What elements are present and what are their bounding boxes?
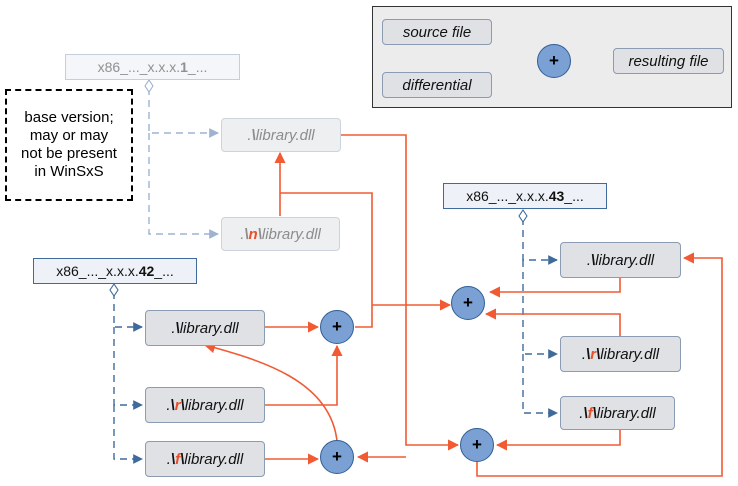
file-slash: \ bbox=[170, 396, 175, 414]
file-v43-library: .\library.dll bbox=[560, 242, 681, 278]
file-v42-library: .\library.dll bbox=[145, 310, 265, 346]
file-base-library: .\library.dll bbox=[221, 118, 341, 152]
link-v42-dll bbox=[113, 292, 143, 332]
file-name: library.dll bbox=[184, 396, 244, 414]
file-dot: . bbox=[586, 251, 592, 269]
version-suffix: _... bbox=[564, 188, 584, 204]
link-v1-dll bbox=[148, 88, 219, 138]
file-name: library.dll bbox=[595, 251, 655, 269]
file-slash: \ bbox=[591, 251, 596, 269]
file-base-n-delta: .\n\library.dll bbox=[221, 217, 340, 251]
file-slash: \ bbox=[180, 396, 185, 414]
file-dot: . bbox=[579, 404, 584, 422]
flow-r43-to-plus2 bbox=[484, 308, 621, 336]
file-dot: . bbox=[247, 126, 252, 144]
note-line: base version; bbox=[24, 109, 114, 126]
version-suffix: _... bbox=[187, 59, 208, 75]
version-prefix: x86_..._x.x.x. bbox=[56, 263, 139, 279]
file-flag: f bbox=[175, 450, 181, 468]
operator-plus-v42-bottom: + bbox=[320, 440, 354, 474]
version-suffix: _... bbox=[154, 263, 174, 279]
file-flag: r bbox=[174, 396, 181, 414]
version-number: 1 bbox=[180, 59, 188, 75]
legend-operator: + bbox=[537, 44, 571, 78]
file-slash: \ bbox=[170, 450, 176, 468]
legend-source-file: source file bbox=[382, 19, 492, 45]
file-v43-f-delta: .\f\library.dll bbox=[560, 396, 675, 430]
operator-plus-v43-top: + bbox=[451, 286, 485, 320]
legend-resulting-file: resulting file bbox=[613, 48, 724, 74]
file-name: library.dll bbox=[596, 404, 656, 422]
file-dot: . bbox=[240, 225, 245, 243]
file-name: library.dll bbox=[184, 450, 244, 468]
file-name: library.dll bbox=[179, 319, 239, 337]
flow-r42-to-plus1 bbox=[265, 344, 343, 406]
file-name: library.dll bbox=[261, 225, 321, 243]
file-slash: \ bbox=[175, 319, 180, 337]
file-name: library.dll bbox=[600, 345, 660, 363]
file-dot: . bbox=[581, 345, 587, 363]
file-slash: \ bbox=[180, 450, 185, 468]
file-dot: . bbox=[171, 319, 176, 337]
note-line: in WinSxS bbox=[34, 163, 104, 180]
file-flag: n bbox=[248, 225, 258, 243]
flow-plus1-to-dll-base bbox=[280, 192, 373, 328]
version-number: 42 bbox=[138, 263, 155, 279]
file-flag: r bbox=[590, 345, 597, 363]
legend-differential: differential bbox=[382, 72, 492, 98]
file-flag: f bbox=[587, 404, 593, 422]
link-v42-f bbox=[113, 405, 143, 464]
operator-plus-v42-top: + bbox=[320, 310, 354, 344]
file-name: library.dll bbox=[255, 126, 315, 144]
link-v43-r bbox=[522, 260, 558, 359]
file-v42-r-delta: .\r\library.dll bbox=[145, 387, 265, 423]
operator-plus-v43-bottom: + bbox=[460, 428, 494, 462]
flow-plus4-to-dll43 bbox=[476, 252, 723, 477]
flow-plus3-to-dll42 bbox=[203, 342, 338, 442]
note-line: not be present bbox=[21, 145, 117, 162]
version-number: 43 bbox=[548, 188, 565, 204]
version-header-43: x86_..._x.x.x.43_... bbox=[443, 183, 607, 209]
version-header-42: x86_..._x.x.x.42_... bbox=[33, 258, 197, 284]
link-v1-n bbox=[148, 133, 219, 239]
file-slash: \ bbox=[592, 404, 597, 422]
file-slash: \ bbox=[257, 225, 262, 243]
base-version-note: base version; may or may not be present … bbox=[5, 89, 133, 201]
file-slash: \ bbox=[583, 404, 588, 422]
file-slash: \ bbox=[244, 225, 249, 243]
note-line: may or may bbox=[29, 127, 109, 144]
link-v43-f bbox=[522, 354, 558, 418]
version-header-1: x86_..._x.x.x.1_... bbox=[65, 54, 240, 80]
file-slash: \ bbox=[251, 126, 256, 144]
file-slash: \ bbox=[596, 345, 601, 363]
flow-dll-base-to-plus4 bbox=[341, 134, 460, 451]
link-v42-r bbox=[113, 327, 143, 410]
file-dot: . bbox=[166, 396, 171, 414]
flow-f43-to-plus4 bbox=[495, 430, 621, 451]
file-slash: \ bbox=[586, 345, 591, 363]
file-v43-r-delta: .\r\library.dll bbox=[560, 336, 681, 372]
link-v43-dll bbox=[522, 218, 558, 265]
file-dot: . bbox=[166, 450, 171, 468]
version-prefix: x86_..._x.x.x. bbox=[466, 188, 549, 204]
version-prefix: x86_..._x.x.x. bbox=[97, 59, 181, 75]
file-v42-f-delta: .\f\library.dll bbox=[145, 441, 265, 477]
flow-dll43-to-plus2 bbox=[488, 278, 621, 298]
